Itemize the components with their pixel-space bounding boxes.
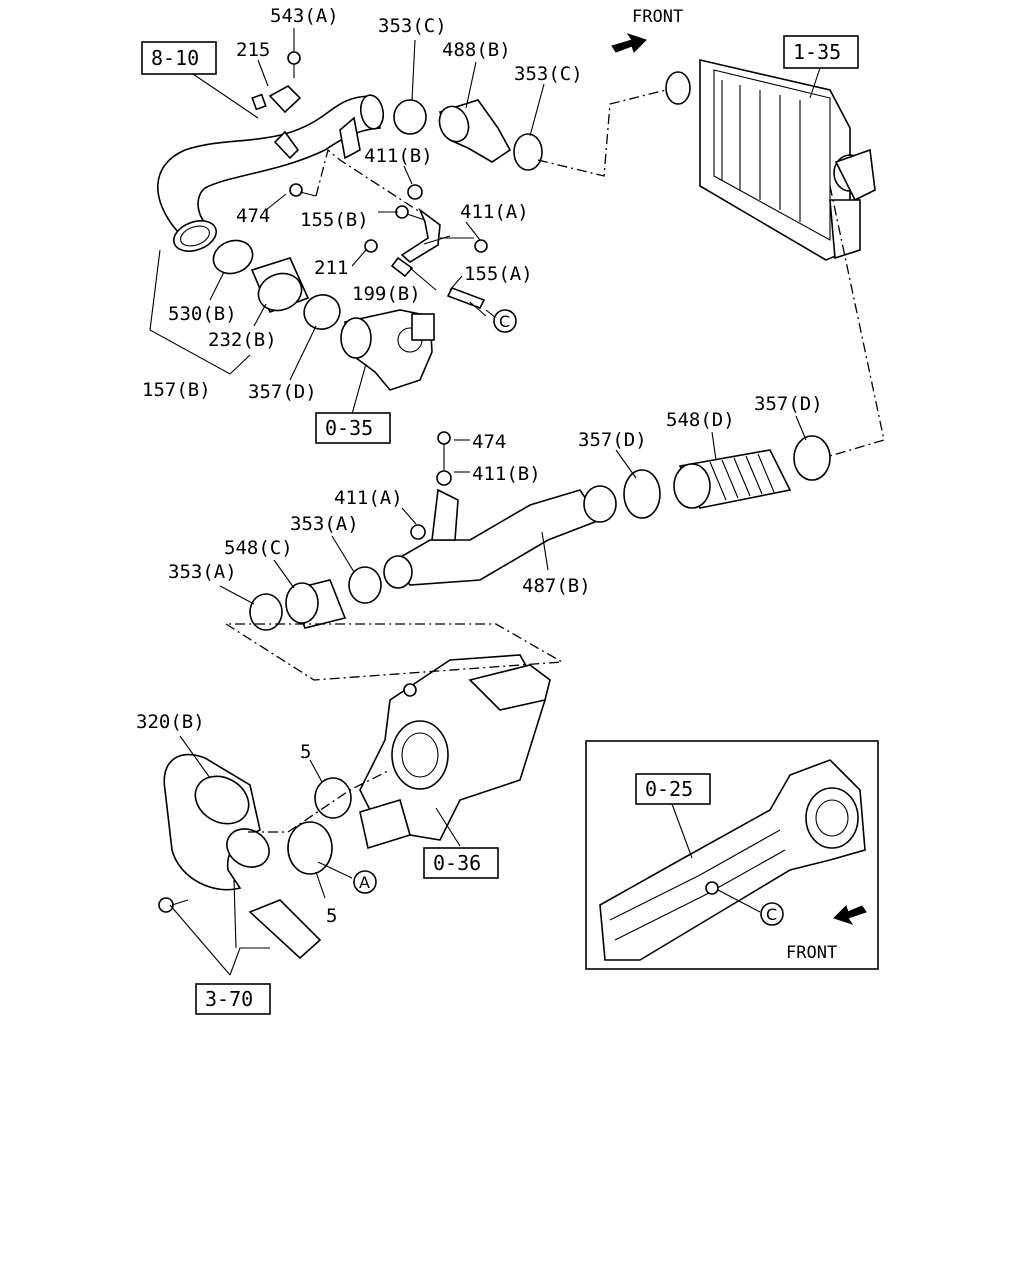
label-215: 215 [236,39,270,61]
ref-0-35-text: 0-35 [325,416,373,440]
dashed-routing-lines [225,89,885,833]
ref-3-70-text: 3-70 [205,987,253,1011]
label-474-1: 474 [236,205,270,227]
callout-c-inset-text: C [766,905,777,924]
label-353a-2: 353(A) [168,561,237,583]
part-labels: 543(A) 215 353(C) 488(B) 353(C) 411(B) 4… [136,5,823,927]
label-530b: 530(B) [168,303,237,325]
ref-box-0-35: 0-35 [315,412,391,444]
label-488b: 488(B) [442,39,511,61]
label-548d: 548(D) [666,409,735,431]
turbocharger [359,654,551,850]
pipe-488b [393,99,543,171]
elbow-320b-assembly [158,753,352,960]
ref-box-1-35: 1-35 [783,35,859,69]
label-353c-2: 353(C) [514,63,583,85]
label-155a: 155(A) [464,263,533,285]
inset-manifold [585,740,879,970]
ref-box-8-10: 8-10 [141,41,217,75]
ref-1-35-text: 1-35 [793,40,841,64]
label-232b: 232(B) [208,329,277,351]
label-5-1: 5 [300,741,311,763]
intercooler [665,58,876,261]
throttle-body [340,309,435,391]
ref-0-25-text: 0-25 [645,777,693,801]
front-arrow-inset [833,905,867,925]
front-label-top: FRONT [632,7,683,27]
bracket-assembly-top [251,51,488,310]
callout-a: A [353,870,377,894]
front-arrow-top [611,33,647,53]
label-353a-1: 353(A) [290,513,359,535]
label-411b-2: 411(B) [472,463,541,485]
ref-box-3-70: 3-70 [195,983,271,1015]
label-487b: 487(B) [522,575,591,597]
callout-a-text: A [359,873,370,892]
label-353c-1: 353(C) [378,15,447,37]
label-474-2: 474 [472,431,506,453]
label-155b: 155(B) [300,209,369,231]
callout-c: C [493,309,517,333]
leader-lines [149,28,821,976]
pipe-487b-assembly [249,431,831,631]
label-5-2: 5 [326,905,337,927]
label-157b: 157(B) [142,379,211,401]
label-199b: 199(B) [352,283,421,305]
ref-0-36-text: 0-36 [433,851,481,875]
callout-c-inset: C [760,902,784,926]
label-411b-1: 411(B) [364,145,433,167]
label-357d-3: 357(D) [754,393,823,415]
callout-c-text: C [499,312,510,331]
front-label-inset: FRONT [786,943,837,963]
ref-8-10-text: 8-10 [151,46,199,70]
label-320b: 320(B) [136,711,205,733]
hose-157b-assembly [157,94,385,330]
label-357d-2: 357(D) [578,429,647,451]
label-543a: 543(A) [270,5,339,27]
label-411a-1: 411(A) [460,201,529,223]
ref-box-0-36: 0-36 [423,847,499,879]
label-548c: 548(C) [224,537,293,559]
label-211: 211 [314,257,348,279]
ref-box-0-25: 0-25 [635,773,711,805]
label-411a-2: 411(A) [334,487,403,509]
label-357d-1: 357(D) [248,381,317,403]
